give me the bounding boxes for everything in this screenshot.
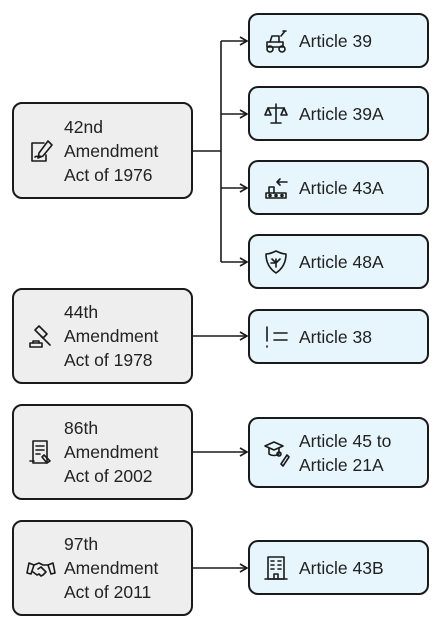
factory-conveyor-icon	[259, 173, 293, 203]
exclamation-list-icon	[259, 322, 293, 352]
tractor-icon	[259, 26, 293, 56]
amendment-line: 86th	[64, 418, 99, 438]
amendment-line: Act of 2002	[64, 466, 153, 486]
amendment-line: Act of 2011	[64, 582, 152, 602]
article-label: Article 39	[299, 30, 372, 51]
amendment-line: Act of 1976	[64, 164, 153, 185]
amendment-node-44th: 44th Amendment Act of 1978	[12, 288, 193, 384]
article-label: Article 43B	[299, 557, 384, 578]
amendment-line: Amendment	[64, 442, 159, 462]
shield-leaf-icon	[259, 247, 293, 277]
article-node-45-to-21a: Article 45 to Article 21A	[248, 417, 429, 488]
building-icon	[259, 553, 293, 583]
connector-42nd	[192, 36, 249, 267]
article-label: Article 38	[299, 326, 372, 347]
article-label: Article 39A	[299, 103, 384, 124]
article-node-39: Article 39	[248, 13, 429, 68]
amendment-line: 44th	[64, 302, 99, 322]
document-pen-icon	[24, 136, 58, 166]
gavel-icon	[24, 321, 58, 351]
amendment-line: 97th	[64, 534, 99, 554]
amendment-line: 42nd	[64, 116, 103, 137]
article-node-48a: Article 48A	[248, 234, 429, 289]
article-node-43a: Article 43A	[248, 160, 429, 215]
article-label: Article 48A	[299, 251, 384, 272]
handshake-icon	[24, 553, 58, 583]
amendment-node-97th: 97th Amendment Act of 2011	[12, 520, 193, 616]
amendment-line: Act of 1978	[64, 350, 153, 370]
amendment-line: Amendment	[64, 558, 159, 578]
article-label-line: Article 45 to	[299, 430, 392, 451]
education-tools-icon	[259, 438, 293, 468]
amendment-line: Amendment	[64, 140, 159, 161]
amendment-node-86th: 86th Amendment Act of 2002	[12, 404, 193, 500]
article-node-43b: Article 43B	[248, 540, 429, 595]
amendment-line: Amendment	[64, 326, 159, 346]
certificate-icon	[24, 437, 58, 467]
article-label-line: Article 21A	[299, 454, 384, 475]
article-node-38: Article 38	[248, 309, 429, 364]
amendment-node-42nd: 42nd Amendment Act of 1976	[12, 102, 193, 199]
scales-icon	[259, 99, 293, 129]
article-label: Article 43A	[299, 177, 384, 198]
article-node-39a: Article 39A	[248, 86, 429, 141]
